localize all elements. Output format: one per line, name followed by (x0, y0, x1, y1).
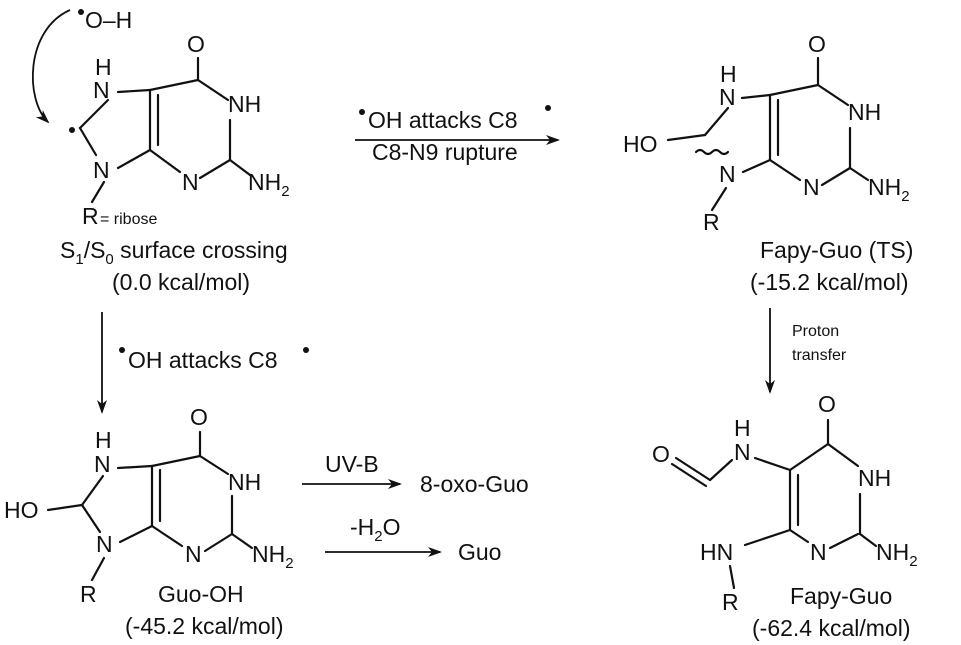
svg-text:HN: HN (700, 539, 733, 565)
svg-text:H: H (734, 415, 751, 441)
guanosine-radical-structure: O–H O NH N NH2 H N N R = ribose S1/S0 su… (32, 7, 290, 295)
r-label: R (82, 203, 99, 229)
svg-text:N: N (94, 451, 111, 477)
n7-h: H (95, 54, 112, 80)
arrow-down-text: OH attacks C8 (128, 347, 278, 373)
n9: N (93, 157, 110, 183)
svg-text:R: R (703, 209, 720, 235)
transfer-label: transfer (792, 347, 847, 364)
svg-text:O: O (652, 441, 670, 467)
svg-text:N: N (810, 539, 827, 565)
uvb-arrow: UV-B 8-oxo-Guo (302, 451, 529, 497)
svg-text:O: O (818, 391, 836, 417)
carbonyl-o: O (187, 31, 205, 57)
dehydration-arrow: -H2O Guo (325, 514, 501, 565)
left-down-arrow: OH attacks C8 (97, 312, 309, 414)
svg-text:NH2: NH2 (252, 541, 294, 572)
n7: N (93, 77, 110, 103)
h2o-label: -H2O (350, 514, 401, 545)
svg-text:N: N (719, 161, 736, 187)
energy-fapy: (-62.4 kcal/mol) (752, 615, 910, 641)
svg-text:R: R (80, 581, 97, 607)
radical-dot (78, 9, 84, 15)
oxo-guo-label: 8-oxo-Guo (420, 471, 529, 497)
guo-label: Guo (458, 539, 501, 565)
n1h: NH (228, 91, 261, 117)
proton-transfer-arrow: Proton transfer (765, 308, 847, 394)
svg-text:NH2: NH2 (876, 539, 918, 570)
svg-text:N: N (185, 541, 202, 567)
svg-text:NH: NH (858, 465, 891, 491)
s1s0-label: S1/S0 surface crossing (60, 237, 288, 268)
svg-text:N: N (96, 531, 113, 557)
uvb-label: UV-B (325, 451, 379, 477)
curved-arrow (32, 9, 71, 124)
c8-radical-dot (69, 127, 75, 133)
ribose-label: = ribose (100, 211, 157, 228)
proton-label: Proton (792, 323, 839, 340)
top-reaction-arrow: OH attacks C8 C8-N9 rupture (355, 105, 560, 165)
svg-text:O: O (190, 404, 208, 430)
svg-text:NH: NH (848, 99, 881, 125)
energy-ts: (-15.2 kcal/mol) (750, 269, 908, 295)
arrow-top-text-2: C8-N9 rupture (372, 139, 518, 165)
fapy-guo-structure: O H N O NH N NH2 HN R Fapy-Guo (-62.4 kc… (652, 391, 918, 641)
svg-text:N: N (719, 84, 736, 110)
fapy-guo-name: Fapy-Guo (790, 583, 892, 609)
oh-radical-label: O–H (85, 7, 132, 33)
svg-text:R: R (722, 589, 739, 615)
guo-oh-name: Guo-OH (158, 581, 244, 607)
svg-text:HO: HO (623, 131, 658, 157)
energy-guooh: (-45.2 kcal/mol) (125, 613, 283, 639)
n3: N (182, 169, 199, 195)
fapy-ts-structure: O NH N NH2 H N HO N R Fapy-Guo (TS) (-15… (623, 31, 913, 295)
guo-oh-structure: O NH N NH2 H N HO N R Guo-OH (-45.2 kcal… (4, 404, 294, 639)
svg-text:N: N (734, 439, 751, 465)
energy-start: (0.0 kcal/mol) (112, 269, 250, 295)
nh2-label: NH2 (248, 169, 290, 200)
svg-text:H: H (95, 427, 112, 453)
fapy-ts-name: Fapy-Guo (TS) (760, 237, 913, 263)
bond-rupture-wavy (694, 148, 730, 156)
svg-text:NH2: NH2 (868, 174, 910, 205)
svg-text:H: H (720, 61, 737, 87)
svg-text:HO: HO (4, 497, 39, 523)
svg-text:N: N (803, 174, 820, 200)
arrow-top-text-1: OH attacks C8 (368, 107, 518, 133)
svg-text:NH: NH (228, 469, 261, 495)
svg-text:O: O (808, 31, 826, 57)
